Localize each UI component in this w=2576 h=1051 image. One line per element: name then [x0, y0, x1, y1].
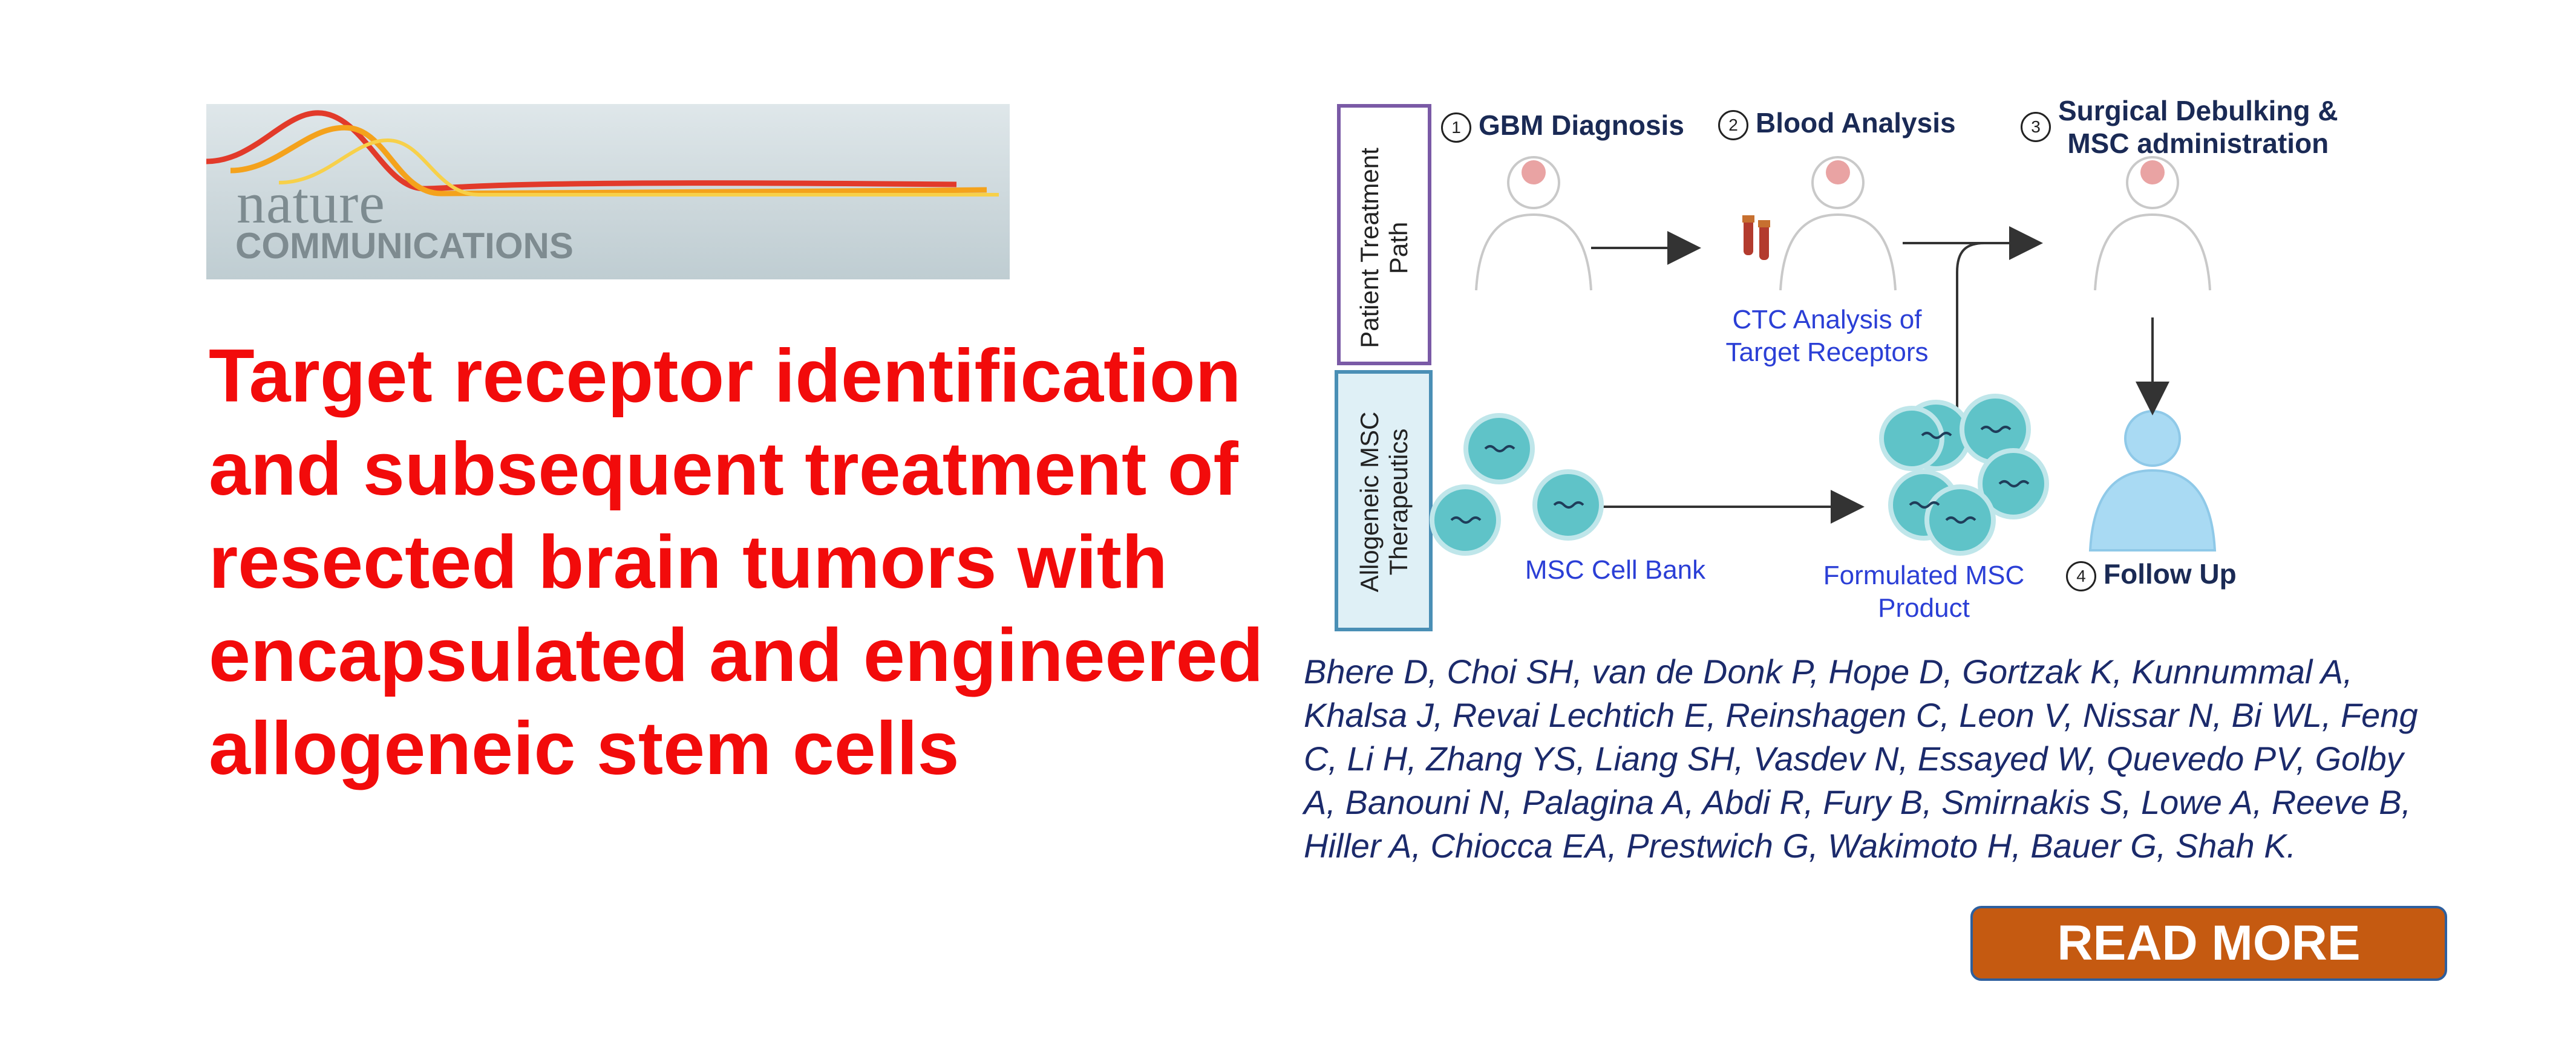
author-list: Bhere D, Choi SH, van de Donk P, Hope D,…	[1304, 652, 2418, 865]
patient-figure-4	[2088, 410, 2217, 552]
msc-cell-bank-icon	[1430, 413, 1604, 556]
patient-figure-3	[2094, 156, 2211, 291]
arrow-product-to-surgery	[1956, 242, 1985, 463]
msc-lane-box	[1335, 370, 1433, 631]
formulated-msc-product-icon	[1879, 394, 2049, 556]
read-more-button[interactable]: READ MORE	[1970, 906, 2447, 981]
blood-tubes-icon	[1742, 215, 1770, 260]
step-1-number: 1	[1441, 112, 1471, 143]
ctc-analysis-label: CTC Analysis of Target Receptors	[1725, 305, 1929, 367]
article-headline[interactable]: Target receptor identification and subse…	[209, 334, 1264, 790]
graphical-abstract: Patient Treatment Path Allogeneic MSC Th…	[1307, 91, 2438, 635]
formulated-msc-product-label: Formulated MSC Product	[1823, 561, 2025, 623]
step-2-number: 2	[1718, 109, 1748, 140]
msc-cell-bank-label: MSC Cell Bank	[1525, 555, 1706, 585]
patient-lane-box	[1337, 104, 1431, 365]
step-2-label: Blood Analysis	[1756, 107, 1956, 138]
step-2: 2 Blood Analysis	[1718, 106, 1956, 140]
journal-logo: nature COMMUNICATIONS	[206, 104, 1010, 279]
logo-communications-text: COMMUNICATIONS	[235, 226, 574, 266]
step-3-label: Surgical Debulking & MSC administration	[2058, 95, 2338, 159]
logo-wave-graphic	[206, 110, 999, 197]
step-1-label: GBM Diagnosis	[1479, 109, 1684, 141]
step-4-number: 4	[2066, 561, 2096, 591]
step-4-label: Follow Up	[2104, 558, 2237, 590]
step-4: 4 Follow Up	[2066, 558, 2237, 591]
patient-figure-1	[1475, 156, 1592, 291]
logo-nature-text: nature	[237, 171, 385, 235]
figure-artwork	[1430, 156, 2217, 556]
step-1: 1 GBM Diagnosis	[1441, 109, 1684, 143]
step-3-number: 3	[2021, 112, 2051, 142]
patient-figure-2	[1779, 156, 1897, 291]
